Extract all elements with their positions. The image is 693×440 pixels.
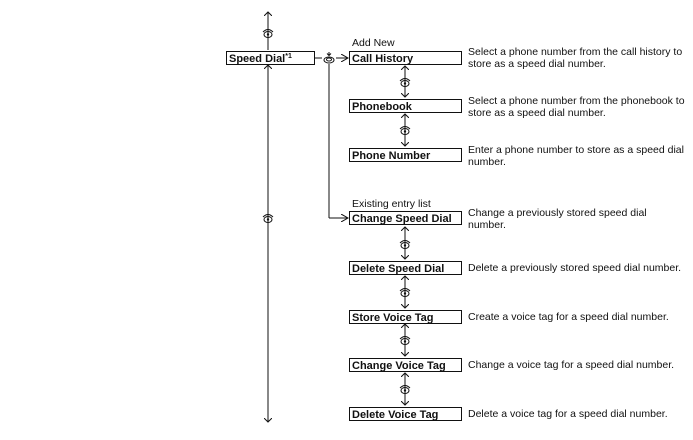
delete-voice-tag-menu-item[interactable]: Delete Voice Tag <box>349 407 462 421</box>
speed-dial-label: Speed Dial <box>229 53 286 65</box>
add-new-group-label: Add New <box>352 37 395 49</box>
delete-voice-tag-description: Delete a voice tag for a speed dial numb… <box>468 408 668 420</box>
phone-number-menu-item[interactable]: Phone Number <box>349 148 462 162</box>
change-voice-tag-description: Change a voice tag for a speed dial numb… <box>468 359 675 371</box>
call-history-description: Select a phone number from the call hist… <box>468 46 683 70</box>
footnote-marker: *1 <box>285 53 292 60</box>
phonebook-menu-item[interactable]: Phonebook <box>349 99 462 113</box>
existing-entry-group-label: Existing entry list <box>352 198 431 210</box>
change-speed-dial-menu-item[interactable]: Change Speed Dial <box>349 211 462 225</box>
delete-speed-dial-description: Delete a previously stored speed dial nu… <box>468 262 682 274</box>
delete-speed-dial-menu-item[interactable]: Delete Speed Dial <box>349 261 462 275</box>
store-voice-tag-description: Create a voice tag for a speed dial numb… <box>468 311 669 323</box>
phonebook-description: Select a phone number from the phonebook… <box>468 95 685 119</box>
change-voice-tag-menu-item[interactable]: Change Voice Tag <box>349 358 462 372</box>
store-voice-tag-menu-item[interactable]: Store Voice Tag <box>349 310 462 324</box>
call-history-menu-item[interactable]: Call History <box>349 51 462 65</box>
press-select-icon <box>323 52 335 64</box>
change-speed-dial-description: Change a previously stored speed dial nu… <box>468 207 647 231</box>
speed-dial-menu-item[interactable]: Speed Dial*1 <box>226 51 315 65</box>
phone-number-description: Enter a phone number to store as a speed… <box>468 144 684 168</box>
